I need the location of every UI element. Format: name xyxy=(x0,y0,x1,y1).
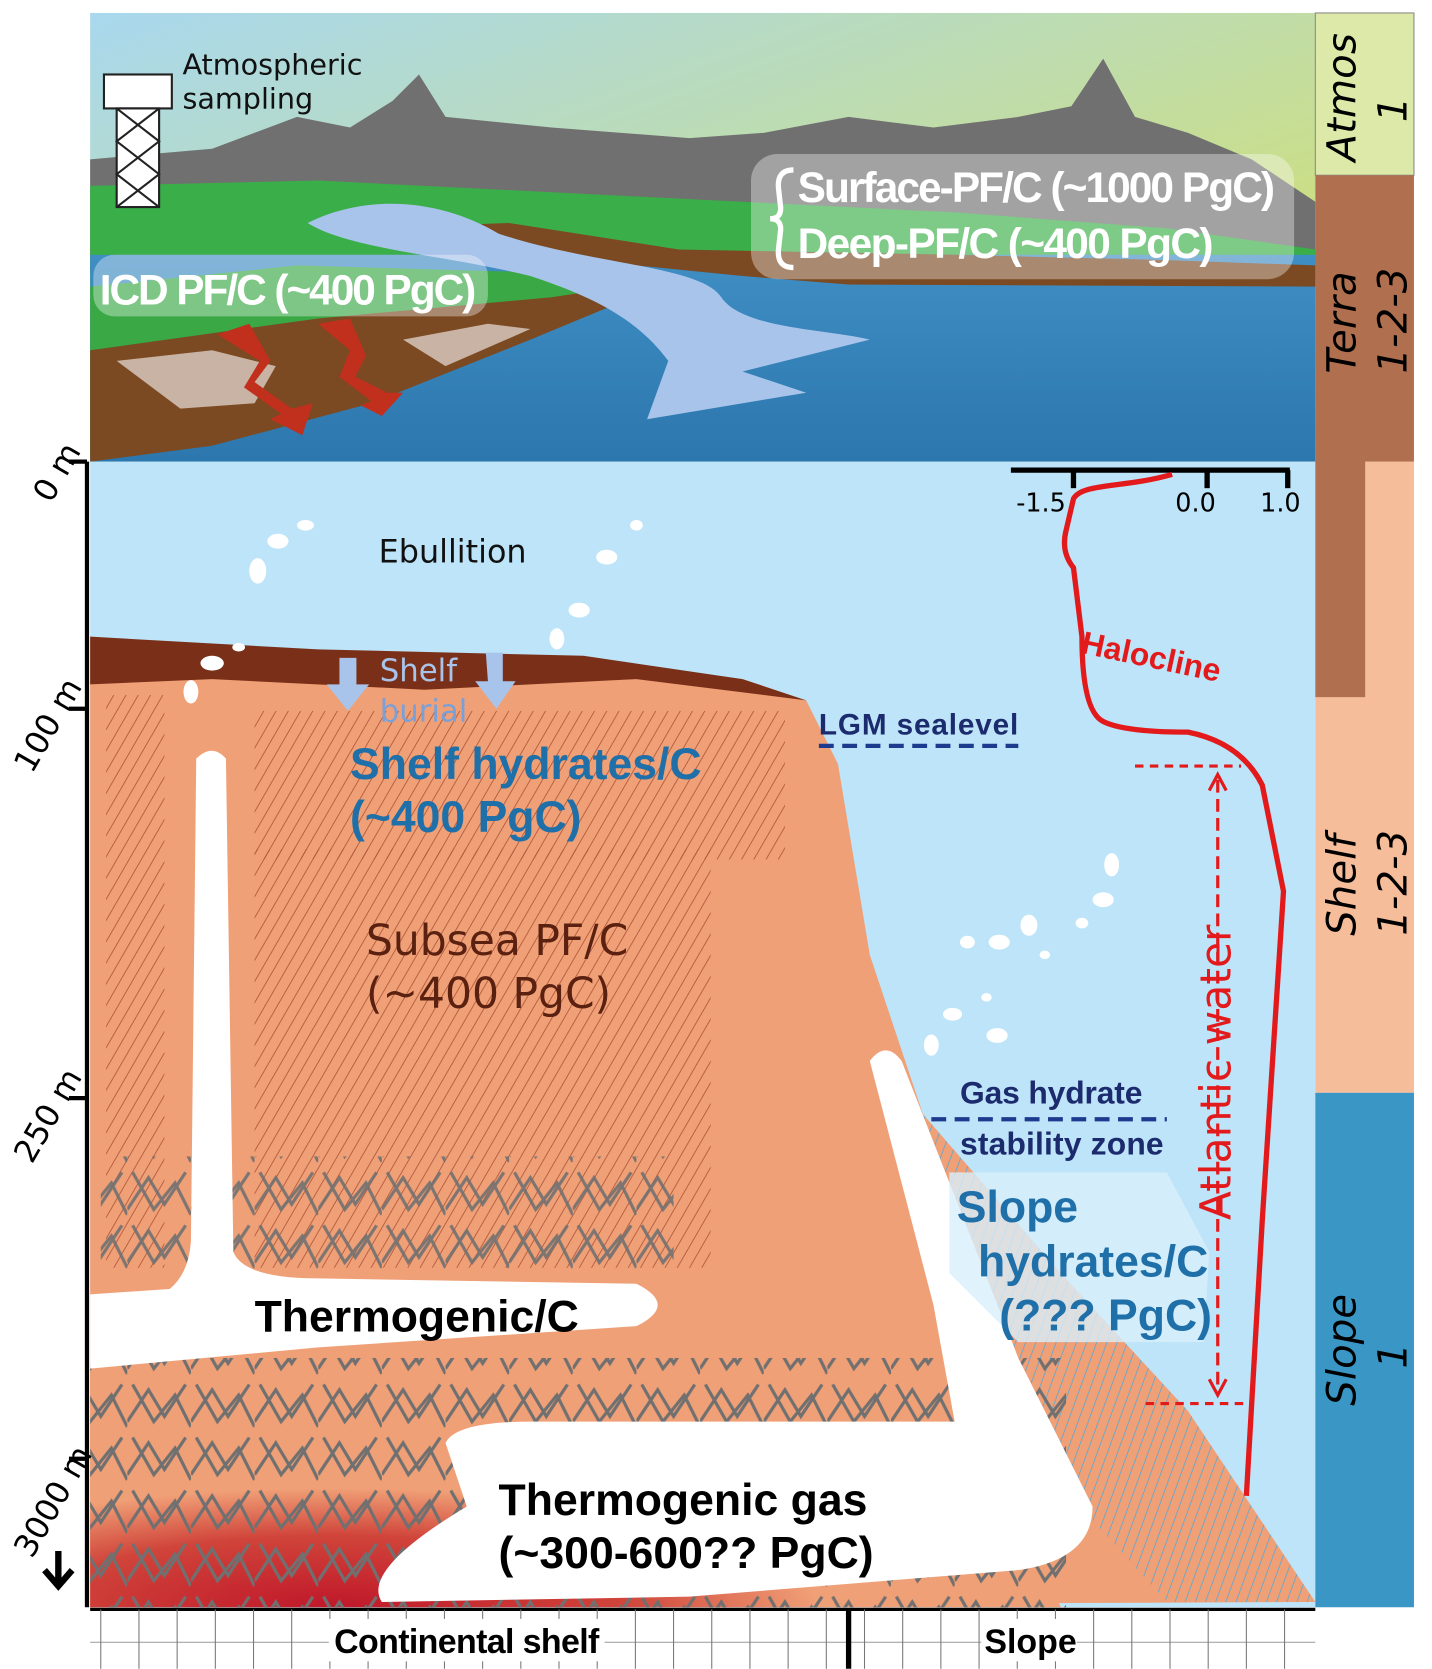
ghsz-label-1: Gas hydrate xyxy=(960,1074,1142,1110)
shelf-num: 1-2-3 xyxy=(1370,830,1417,936)
salinity-tick-neg1-5: -1.5 xyxy=(1016,489,1066,519)
marine-panel: Shelf burial Ebullition Shelf hydrates/C… xyxy=(90,461,1316,1608)
bubbles xyxy=(183,519,1120,1056)
atmos-sampling-label-1: Atmospheric xyxy=(182,47,362,81)
surface-pf-label: Surface-PF/C (~1000 PgC) xyxy=(798,164,1275,211)
gas-migration xyxy=(90,750,658,1369)
depth-250m: 250 m xyxy=(6,1062,90,1169)
thermogenic-gas-label-2: (~300-600?? PgC) xyxy=(499,1529,874,1578)
halocline-profile xyxy=(1061,471,1287,1497)
subsea-pf-label-1: Subsea PF/C xyxy=(366,917,628,966)
thaw-arrow-2 xyxy=(318,318,404,417)
ghsz-label-2: stability zone xyxy=(960,1125,1164,1161)
slope-hydrates-label-3: (??? PgC) xyxy=(999,1291,1212,1340)
icd-label-bg xyxy=(93,254,488,317)
ebullition-label: Ebullition xyxy=(379,532,527,570)
salinity-tick-0: 0.0 xyxy=(1175,489,1215,519)
thaw-arrow-1 xyxy=(217,323,313,436)
lgm-label: LGM sealevel xyxy=(819,708,1018,741)
depth-100m: 100 m xyxy=(6,671,90,778)
slope-hydrates-label-1: Slope xyxy=(957,1183,1078,1232)
atmos-sampling-label-2: sampling xyxy=(182,81,313,115)
continental-shelf-label: Continental shelf xyxy=(334,1623,600,1661)
slope-hydrates-label-2: hydrates/C xyxy=(978,1237,1208,1286)
salinity-axis: -1.5 0.0 1.0 xyxy=(1010,467,1301,519)
atmos-label: Atmos xyxy=(1319,33,1366,164)
terra-num: 1-2-3 xyxy=(1370,268,1417,374)
depth-axis: 0 m 100 m 250 m 3000 m xyxy=(6,436,100,1608)
slope-num: 1 xyxy=(1370,1343,1417,1369)
sampling-tower-icon xyxy=(102,73,173,209)
brace-icon xyxy=(769,167,794,271)
salinity-tick-1: 1.0 xyxy=(1260,489,1300,519)
shelf-label: Shelf xyxy=(1319,829,1366,936)
subsea-pf-label-2: (~400 PgC) xyxy=(366,970,611,1019)
distance-axis: Continental shelf Slope xyxy=(90,1607,1316,1669)
burial-arrow-2 xyxy=(475,652,516,709)
terra-label: Terra xyxy=(1319,271,1366,373)
atmos-num: 1 xyxy=(1370,97,1417,123)
thermogenic-gas-body xyxy=(378,1050,1093,1602)
slope-hydrates-label-bg xyxy=(949,1172,1210,1343)
shelf-burial-label-1: Shelf xyxy=(380,653,458,689)
shelf-hydrates-label-2: (~400 PgC) xyxy=(350,793,581,842)
pf-label-bg xyxy=(751,154,1295,280)
thermogenic-c-label: Thermogenic/C xyxy=(255,1292,579,1341)
deep-pf-label: Deep-PF/C (~400 PgC) xyxy=(798,220,1214,267)
terrestrial-panel: ICD PF/C (~400 PgC) Surface-PF/C (~1000 … xyxy=(90,12,1316,462)
slope-axis-label: Slope xyxy=(984,1623,1076,1661)
reservoir-column: Atmos 1 Terra 1-2-3 Shelf 1-2-3 Slope 1 xyxy=(1314,12,1417,1608)
slope-label: Slope xyxy=(1319,1294,1366,1406)
icd-label: ICD PF/C (~400 PgC) xyxy=(100,267,477,314)
atlantic-water-label: Atlantic water xyxy=(1192,924,1241,1220)
shelf-hydrates-label-1: Shelf hydrates/C xyxy=(350,740,702,789)
river xyxy=(307,203,870,420)
shelf-burial-label-2: burial xyxy=(380,694,468,730)
depth-0m: 0 m xyxy=(25,436,89,508)
down-arrow-icon xyxy=(42,1551,75,1591)
thermogenic-gas-label-1: Thermogenic gas xyxy=(499,1476,868,1525)
seabed-layer xyxy=(90,636,807,701)
